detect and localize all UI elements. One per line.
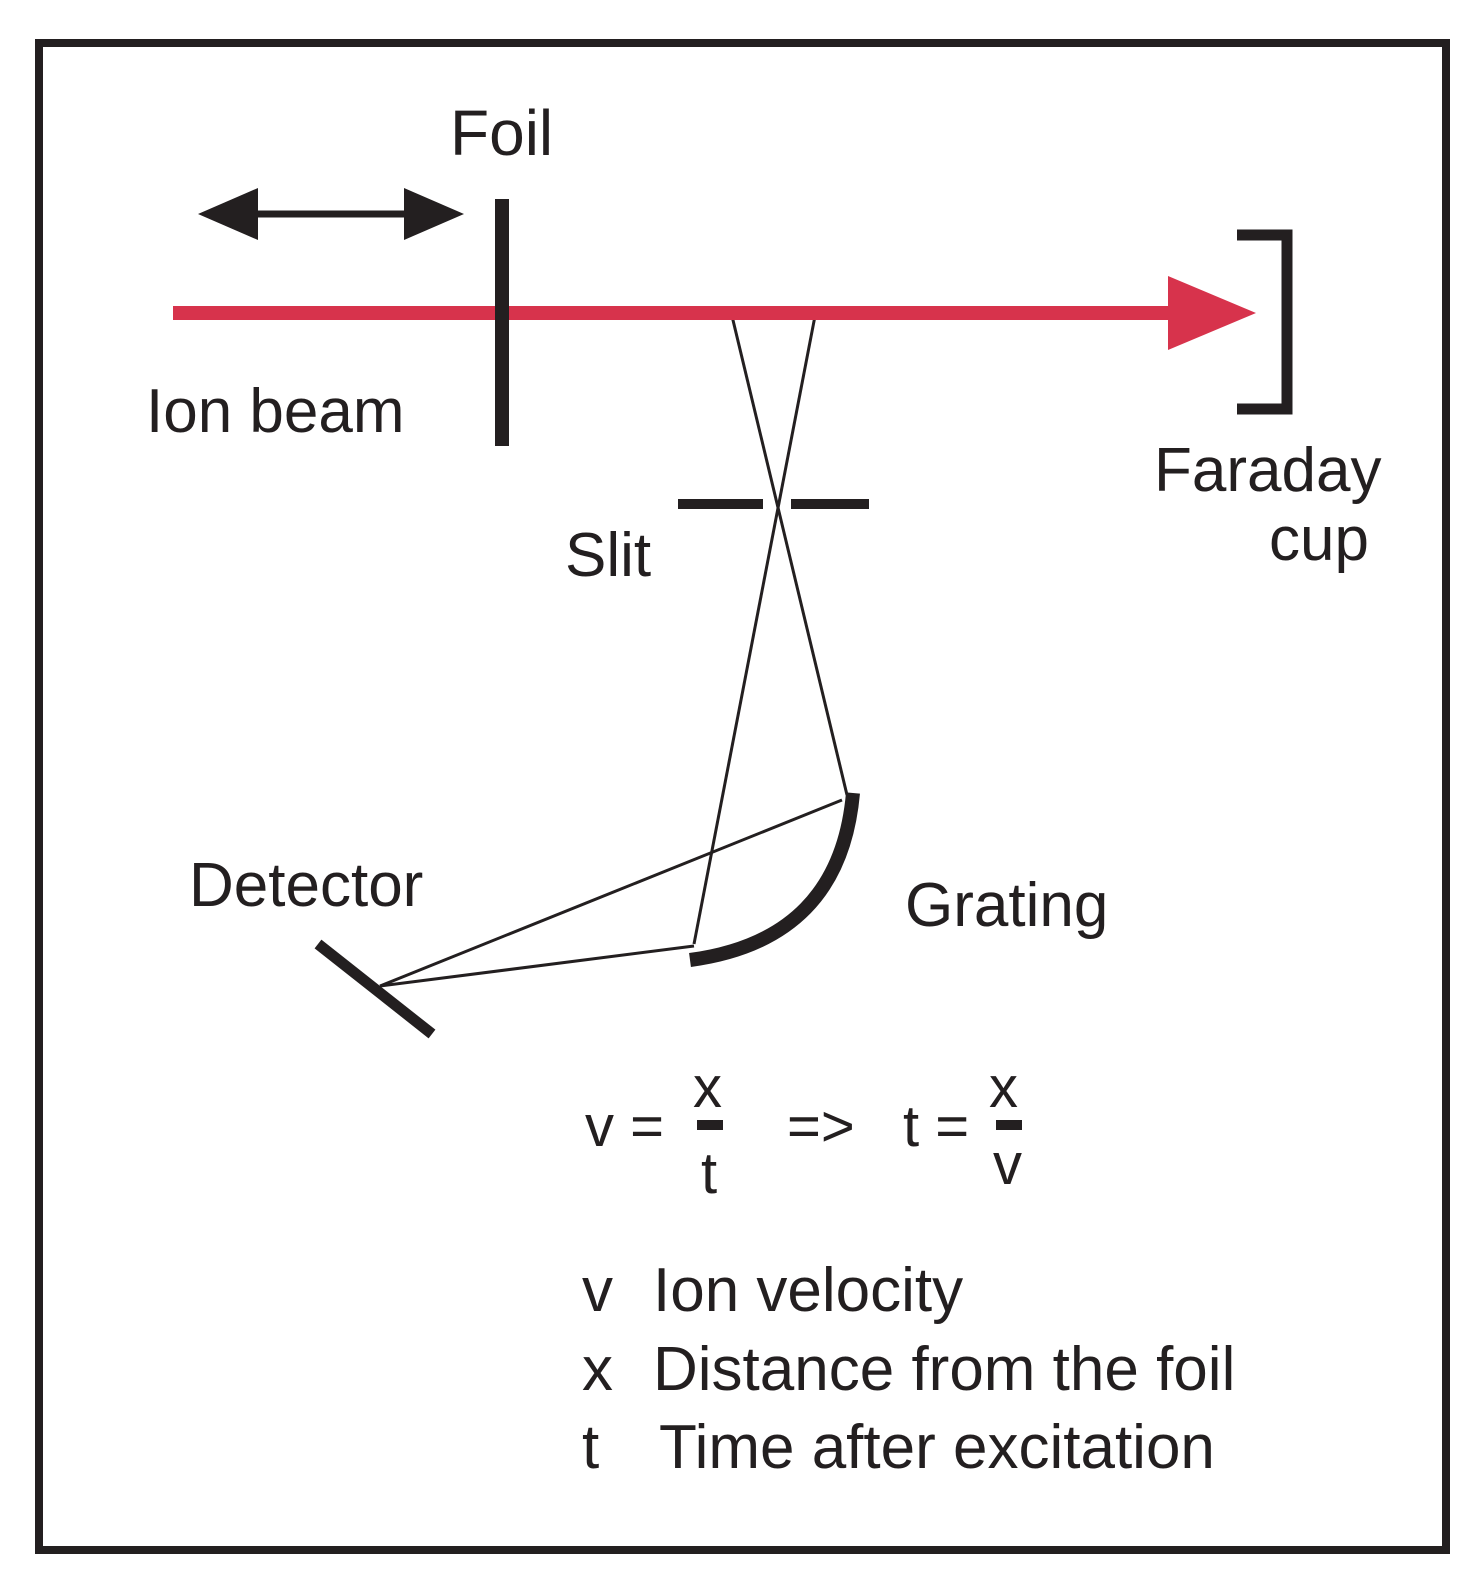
legend-text-v: Ion velocity (653, 1256, 963, 1325)
formula-v-numerator: x (693, 1055, 722, 1120)
ray-beam-to-slit-left (730, 315, 849, 796)
faraday-cup-label-line1: Faraday (1154, 436, 1381, 505)
formula-t-numerator: x (989, 1055, 1018, 1120)
diagram-frame (35, 39, 1450, 1554)
legend-text-x: Distance from the foil (653, 1335, 1235, 1404)
formula: v = x t => t = x v (585, 1055, 1022, 1206)
formula-v-lhs: v = (585, 1094, 664, 1159)
ray-grating-top-to-detector (379, 798, 843, 988)
formula-v-fraction-bar (697, 1120, 723, 1130)
detector-label: Detector (189, 851, 423, 920)
optical-rays (379, 315, 849, 988)
arrow-right-icon (1168, 276, 1256, 350)
slit-label: Slit (565, 521, 651, 590)
faraday-cup-label-line2: cup (1269, 505, 1369, 574)
formula-t-denominator: v (993, 1132, 1022, 1197)
ray-grating-bottom-to-detector (379, 944, 695, 988)
formula-t-fraction-bar (996, 1120, 1022, 1130)
double-arrow-icon (198, 188, 464, 240)
legend-symbol-v: v (582, 1256, 613, 1325)
detector (314, 939, 436, 1039)
legend-text-t: Time after excitation (659, 1413, 1215, 1482)
grating (689, 792, 860, 967)
ray-beam-to-slit-right (692, 315, 817, 945)
faraday-cup (1237, 229, 1293, 415)
ion-beam-arrow (173, 276, 1256, 350)
legend-symbol-t: t (582, 1413, 599, 1482)
formula-implies: => (787, 1094, 855, 1159)
ion-beam-label: Ion beam (146, 377, 405, 446)
foil-label: Foil (450, 97, 553, 169)
grating-label: Grating (905, 871, 1108, 940)
formula-v-denominator: t (701, 1141, 717, 1206)
formula-t-lhs: t = (903, 1094, 969, 1159)
legend-symbol-x: x (582, 1335, 613, 1404)
legend: v Ion velocity x Distance from the foil … (582, 1256, 1235, 1482)
